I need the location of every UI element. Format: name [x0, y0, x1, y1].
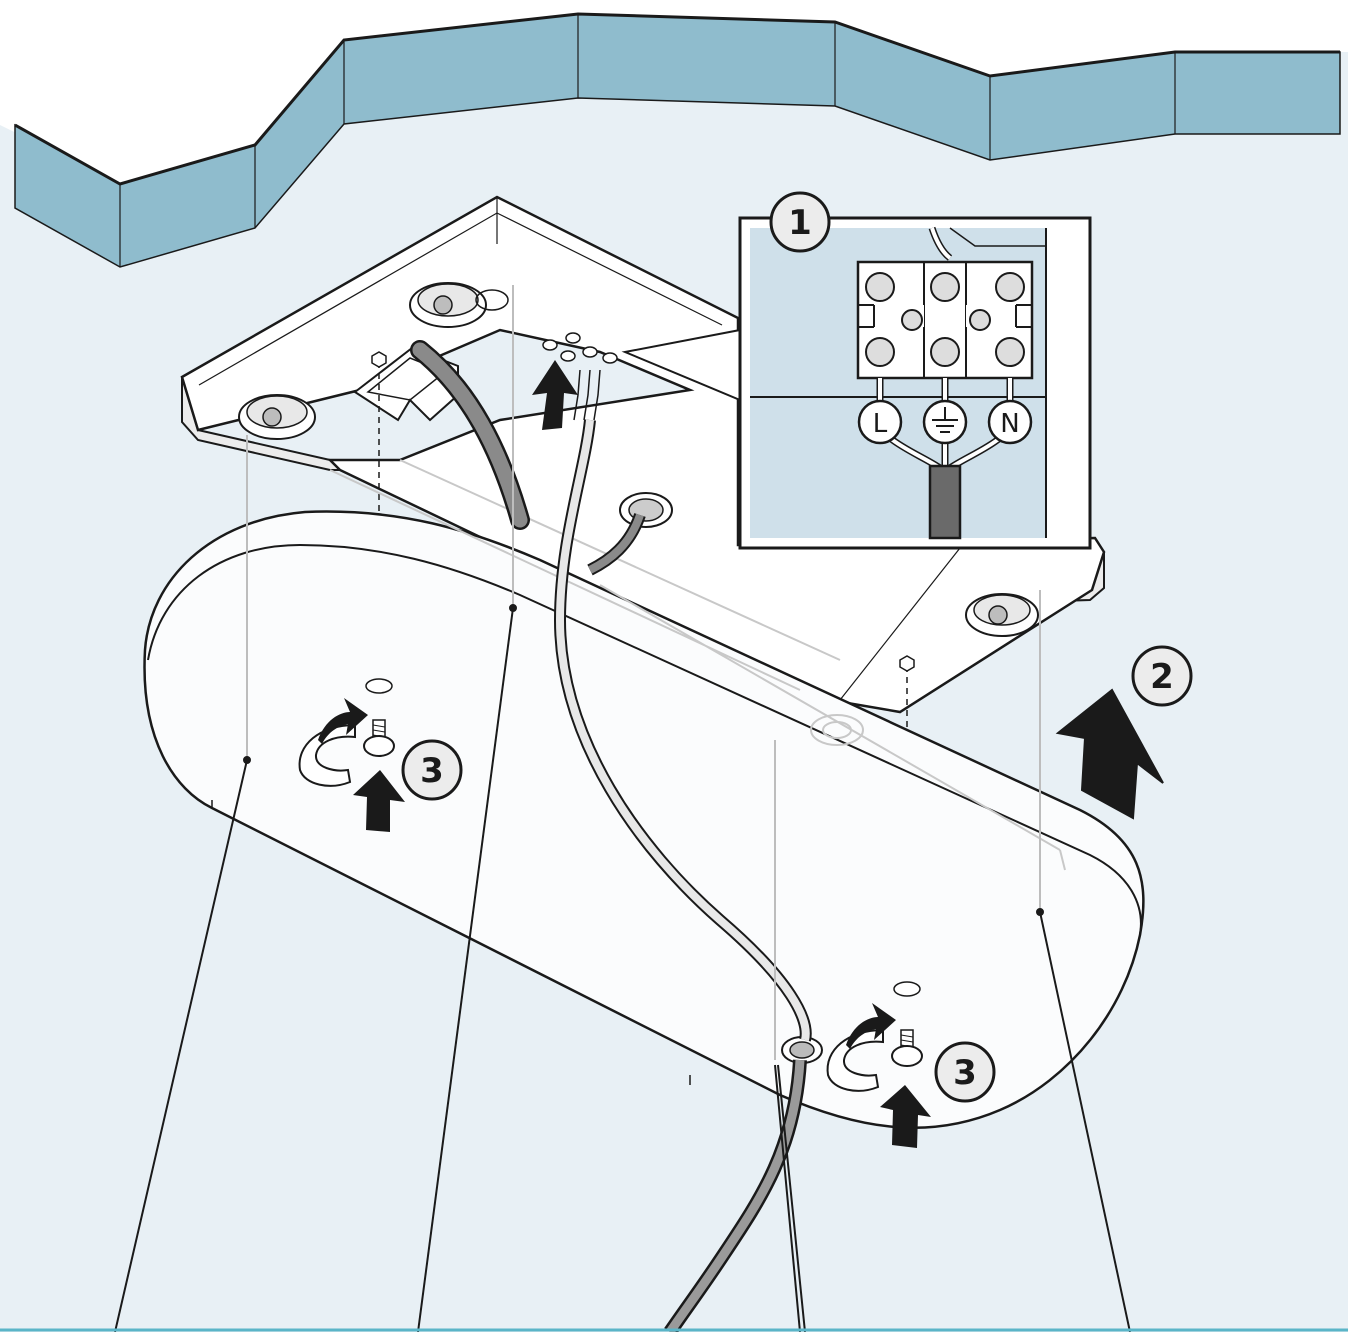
cable-grommet-bottom — [781, 1036, 823, 1064]
terminal-neutral: N — [987, 399, 1033, 445]
ceiling-screw-icon — [238, 394, 316, 440]
up-arrow-icon — [532, 360, 578, 430]
ceiling-screw-icon — [409, 282, 509, 328]
terminal-earth — [922, 399, 968, 445]
step-number: 3 — [953, 1053, 977, 1093]
bracket-terminal-block — [542, 332, 618, 421]
step-badge-screw-left: 3 — [401, 739, 463, 801]
up-arrow-icon — [1055, 688, 1164, 820]
hex-nut-right — [899, 655, 915, 672]
step-badge-screw-right: 3 — [934, 1041, 996, 1103]
ceiling — [0, 0, 1348, 268]
up-arrow-icon — [880, 1085, 931, 1148]
terminal-block — [856, 260, 1034, 380]
rotate-arrow-icon — [298, 698, 368, 787]
inset-cable — [928, 464, 962, 540]
step-number: 2 — [1150, 657, 1174, 697]
wiring-inset: L N — [738, 216, 1092, 550]
suspension-wires — [114, 285, 1131, 1332]
cable-grommet-top — [619, 492, 673, 528]
ceiling-screw-icon — [965, 593, 1039, 637]
screw-fixing-left — [298, 678, 405, 832]
step-badge-wiring: 1 — [769, 191, 831, 253]
step-badge-lift: 2 — [1131, 645, 1193, 707]
terminal-live: L — [857, 399, 903, 445]
screw-icon — [891, 1029, 923, 1067]
earth-ground-icon — [932, 407, 958, 433]
terminal-live-label: L — [873, 409, 888, 439]
screw-fixing-right — [826, 981, 931, 1148]
step-number: 1 — [788, 203, 812, 243]
screw-icon — [363, 719, 395, 757]
step-number: 3 — [420, 751, 444, 791]
hex-nut-left — [371, 351, 387, 368]
up-arrow-icon — [353, 770, 405, 832]
terminal-neutral-label: N — [1000, 409, 1019, 439]
rotate-arrow-icon — [826, 1003, 896, 1092]
luminaire-body — [143, 459, 1145, 1129]
ceiling-band-seams — [119, 14, 1176, 267]
